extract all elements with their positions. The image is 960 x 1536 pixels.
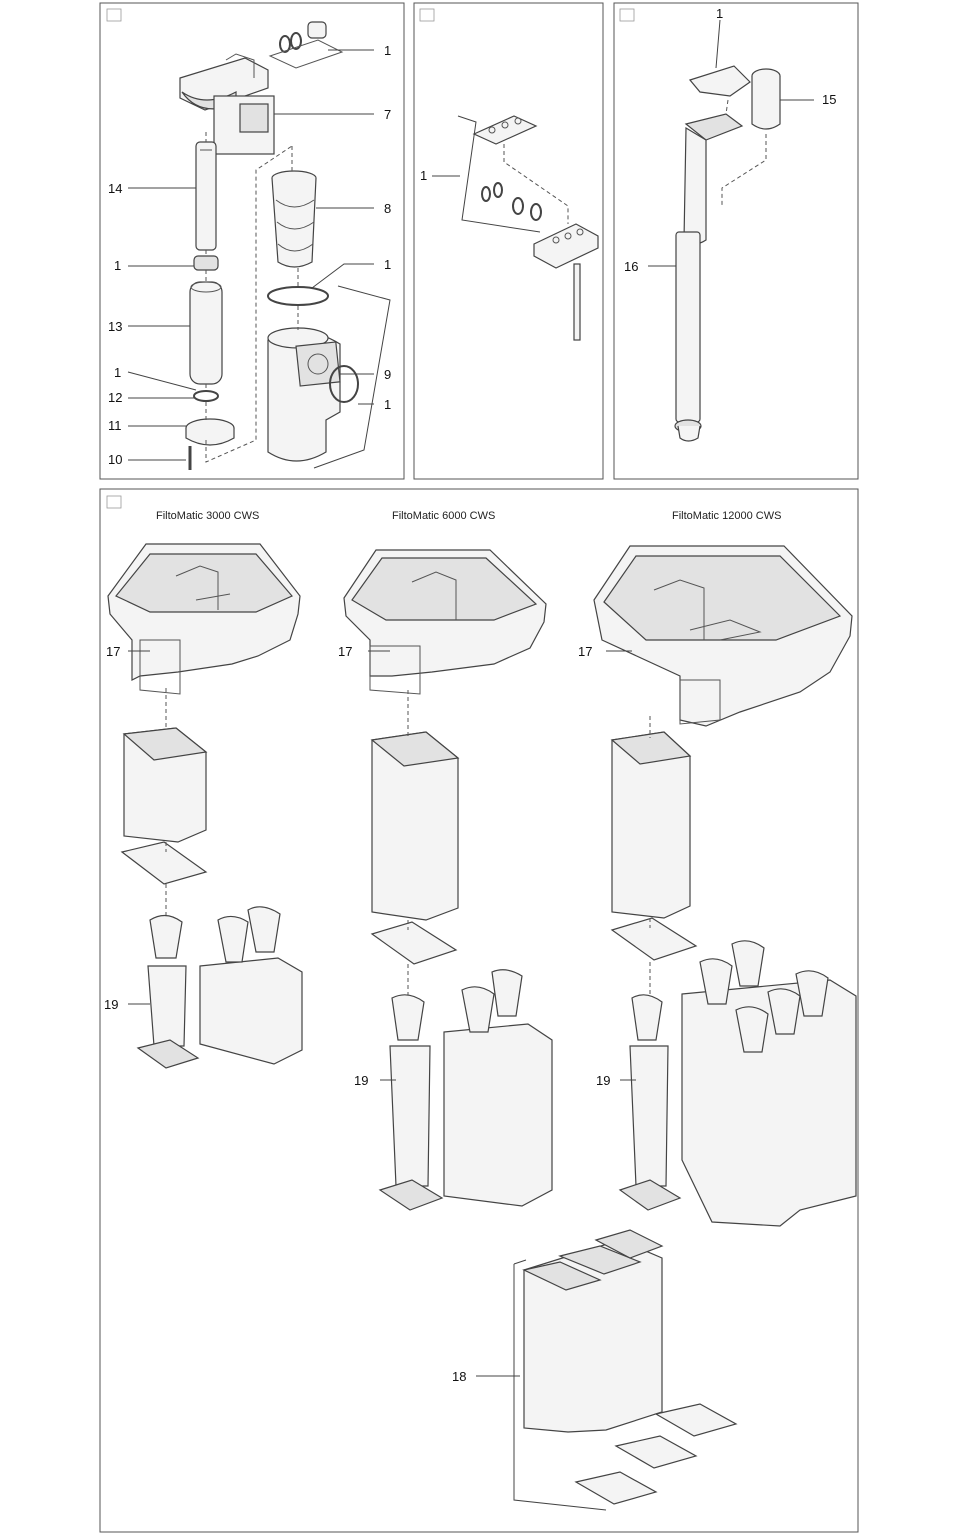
callout-part-number: 17 <box>338 644 353 659</box>
top-middle-assembly <box>457 115 599 341</box>
callout-part-number: 1 <box>114 365 122 380</box>
callout-part-number: 14 <box>108 181 123 196</box>
callout-part-number: 7 <box>384 107 392 122</box>
callout-part-number: 10 <box>108 452 123 467</box>
model-title-12000: FiltoMatic 12000 CWS <box>672 510 782 522</box>
top-left-leaders <box>127 49 391 469</box>
panel-frame-bottom <box>99 488 859 1533</box>
callout-part-number: 1 <box>384 257 392 272</box>
panel-corner-mark <box>419 8 435 22</box>
callout-part-number: 1 <box>420 168 428 183</box>
model-title-3000: FiltoMatic 3000 CWS <box>156 510 260 522</box>
callout-part-number: 1 <box>384 397 392 412</box>
callout-part-number: 1 <box>716 6 724 21</box>
panel-corner-mark <box>619 8 635 22</box>
filter-blocks <box>120 688 698 1000</box>
top-right-assembly <box>648 19 814 442</box>
callout-part-number: 11 <box>108 418 122 433</box>
callout-part-number: 12 <box>108 390 123 405</box>
callout-part-number: 19 <box>596 1073 611 1088</box>
frame-tub-6000 <box>343 549 547 695</box>
spare-cassettes <box>513 1229 738 1511</box>
callout-part-number: 17 <box>106 644 121 659</box>
panel-frame-top-right <box>613 2 859 480</box>
callout-part-number: 18 <box>452 1369 467 1384</box>
top-left-assembly <box>179 21 359 470</box>
callout-part-number: 13 <box>108 319 123 334</box>
carriers-and-cassettes <box>136 906 857 1227</box>
callout-part-number: 19 <box>104 997 119 1012</box>
callout-part-number: 15 <box>822 92 837 107</box>
callout-part-number: 8 <box>384 201 392 216</box>
panel-corner-mark <box>106 495 122 509</box>
callout-part-number: 9 <box>384 367 392 382</box>
callout-part-number: 17 <box>578 644 593 659</box>
frame-tub-12000 <box>593 545 853 727</box>
panel-corner-mark <box>106 8 122 22</box>
callout-part-number: 16 <box>624 259 639 274</box>
model-title-6000: FiltoMatic 6000 CWS <box>392 510 496 522</box>
frame-tub-3000 <box>107 543 301 695</box>
panel-frame-top-middle <box>413 2 604 480</box>
callout-part-number: 1 <box>114 258 122 273</box>
callout-part-number: 19 <box>354 1073 369 1088</box>
callout-part-number: 1 <box>384 43 392 58</box>
panel-frame-top-left <box>99 2 405 480</box>
bottom-leaders <box>128 650 636 1377</box>
